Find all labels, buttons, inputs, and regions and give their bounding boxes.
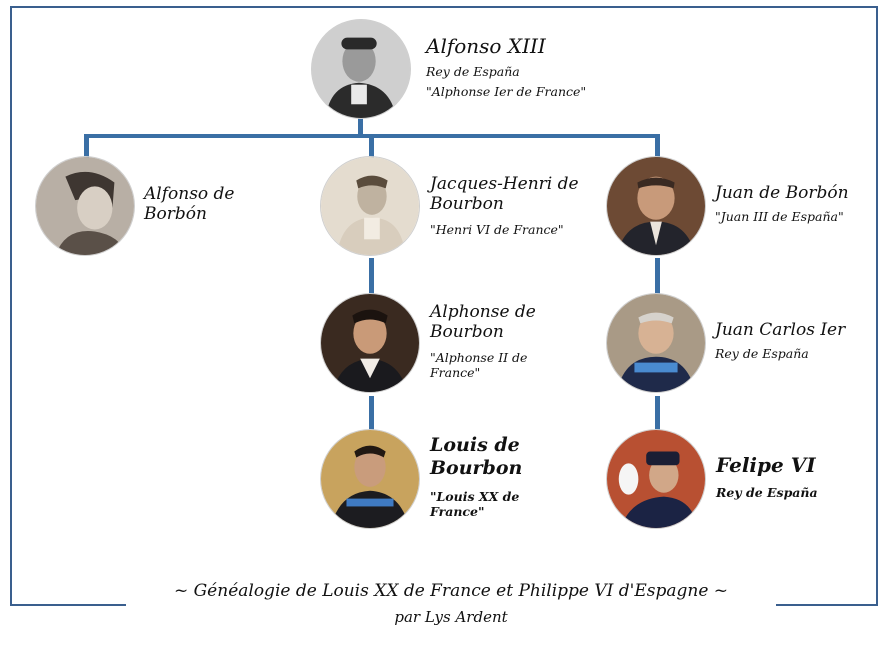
person-label: Juan de Borbón "Juan III de España" bbox=[715, 183, 875, 224]
person-title: Rey de España bbox=[716, 485, 818, 500]
portrait-photo bbox=[607, 294, 705, 392]
person-label: Louis de Bourbon "Louis XX de France" bbox=[430, 434, 550, 519]
person-title: "Henri VI de France" bbox=[430, 222, 564, 237]
connector-juan-juancarlos bbox=[655, 258, 660, 294]
person-name: Felipe VI bbox=[716, 453, 816, 477]
person-title: "Juan III de España" bbox=[715, 209, 844, 224]
person-name: Juan de Borbón bbox=[715, 183, 849, 203]
connector-drop-left bbox=[84, 134, 89, 158]
connector-juancarlos-felipe bbox=[655, 396, 660, 430]
person-title: Rey de España bbox=[715, 346, 809, 361]
connector-drop-middle bbox=[369, 134, 374, 158]
portrait-photo bbox=[321, 294, 419, 392]
portrait-photo bbox=[607, 157, 705, 255]
connector-alphonse-louis bbox=[369, 396, 374, 430]
person-label: Felipe VI Rey de España bbox=[716, 453, 866, 501]
caption-title: ~ Généalogie de Louis XX de France et Ph… bbox=[173, 581, 729, 601]
person-name: Jacques-Henri de Bourbon bbox=[430, 174, 579, 214]
connector-jacques-alphonse bbox=[369, 258, 374, 294]
person-label: Jacques-Henri de Bourbon "Henri VI de Fr… bbox=[430, 174, 580, 237]
person-title: "Alphonse Ier de France" bbox=[426, 84, 587, 99]
person-label: Alfonso XIII Rey de España "Alphonse Ier… bbox=[426, 35, 726, 99]
connector-root-stem bbox=[358, 118, 363, 136]
person-label: Alphonse de Bourbon "Alphonse II de Fran… bbox=[430, 302, 560, 380]
person-title: "Alphonse II de France" bbox=[430, 350, 528, 380]
portrait-photo bbox=[321, 430, 419, 528]
person-name: Juan Carlos Ier bbox=[715, 320, 846, 340]
person-title: "Louis XX de France" bbox=[430, 489, 520, 519]
frame-caption-gap bbox=[126, 596, 776, 610]
portrait-photo bbox=[312, 20, 410, 118]
person-label: Alfonso de Borbón bbox=[144, 184, 274, 224]
person-title: Rey de España bbox=[426, 64, 520, 79]
person-name: Alfonso de Borbón bbox=[144, 184, 235, 224]
portrait-photo bbox=[36, 157, 134, 255]
caption-author: par Lys Ardent bbox=[394, 608, 508, 626]
connector-drop-right bbox=[655, 134, 660, 158]
portrait-photo bbox=[321, 157, 419, 255]
portrait-photo bbox=[607, 430, 705, 528]
person-name: Alfonso XIII bbox=[426, 34, 546, 58]
person-name: Alphonse de Bourbon bbox=[430, 302, 536, 342]
person-name: Louis de Bourbon bbox=[430, 434, 523, 479]
person-label: Juan Carlos Ier Rey de España bbox=[715, 320, 875, 361]
